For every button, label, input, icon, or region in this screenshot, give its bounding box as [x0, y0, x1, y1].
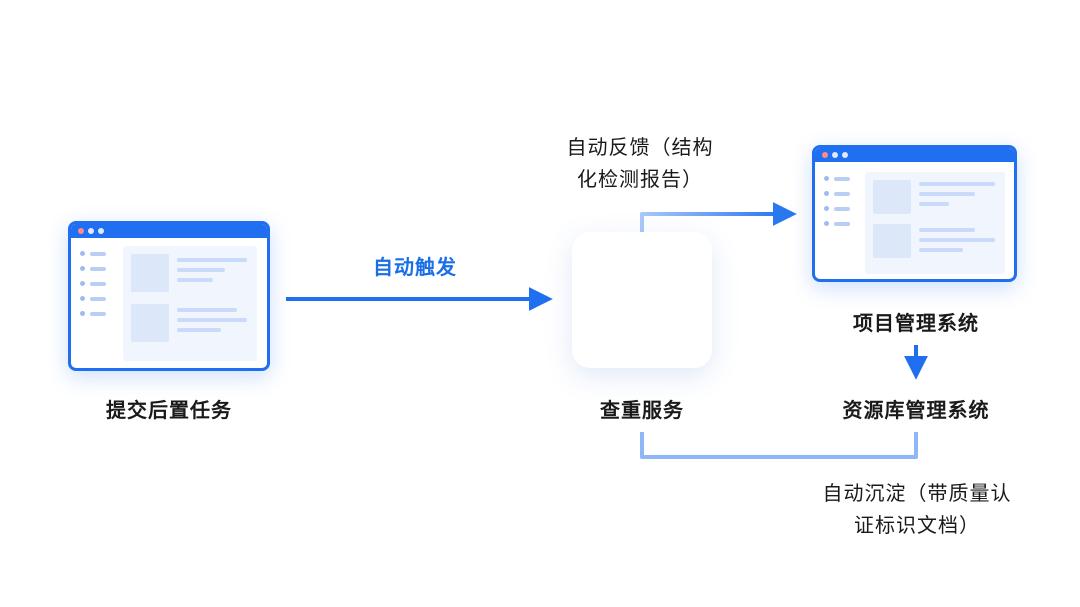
edge-label-auto-feedback-line1: 自动反馈（结构 [566, 135, 714, 159]
edge-label-auto-trigger: 自动触发 [373, 255, 457, 279]
edge-auto-feedback-line [640, 202, 797, 232]
window-dot [98, 228, 104, 234]
edge-auto-deposit-line [640, 432, 918, 459]
node-label-submit: 提交后置任务 [106, 398, 232, 422]
edge-label-auto-feedback-line2: 化检测报告） [577, 167, 703, 191]
window-dot [78, 228, 84, 234]
edge-label-auto-deposit-line1: 自动沉淀（带质量认 [822, 481, 1012, 505]
edge-label-auto-deposit: 自动沉淀（带质量认 证标识文档） [797, 477, 1037, 541]
dedup-service-card [572, 232, 712, 368]
edge-label-auto-deposit-line2: 证标识文档） [854, 513, 980, 537]
node-label-project: 项目管理系统 [853, 311, 979, 335]
node-label-repo: 资源库管理系统 [842, 398, 990, 422]
node-label-dedup: 查重服务 [600, 398, 684, 422]
app-window-icon [812, 145, 1017, 282]
app-window-icon [68, 221, 270, 371]
window-dot [832, 152, 838, 158]
window-dot [822, 152, 828, 158]
edge-label-auto-feedback: 自动反馈（结构 化检测报告） [540, 131, 740, 195]
window-dot [842, 152, 848, 158]
window-titlebar [71, 224, 267, 238]
window-dot [88, 228, 94, 234]
window-titlebar [815, 148, 1014, 162]
